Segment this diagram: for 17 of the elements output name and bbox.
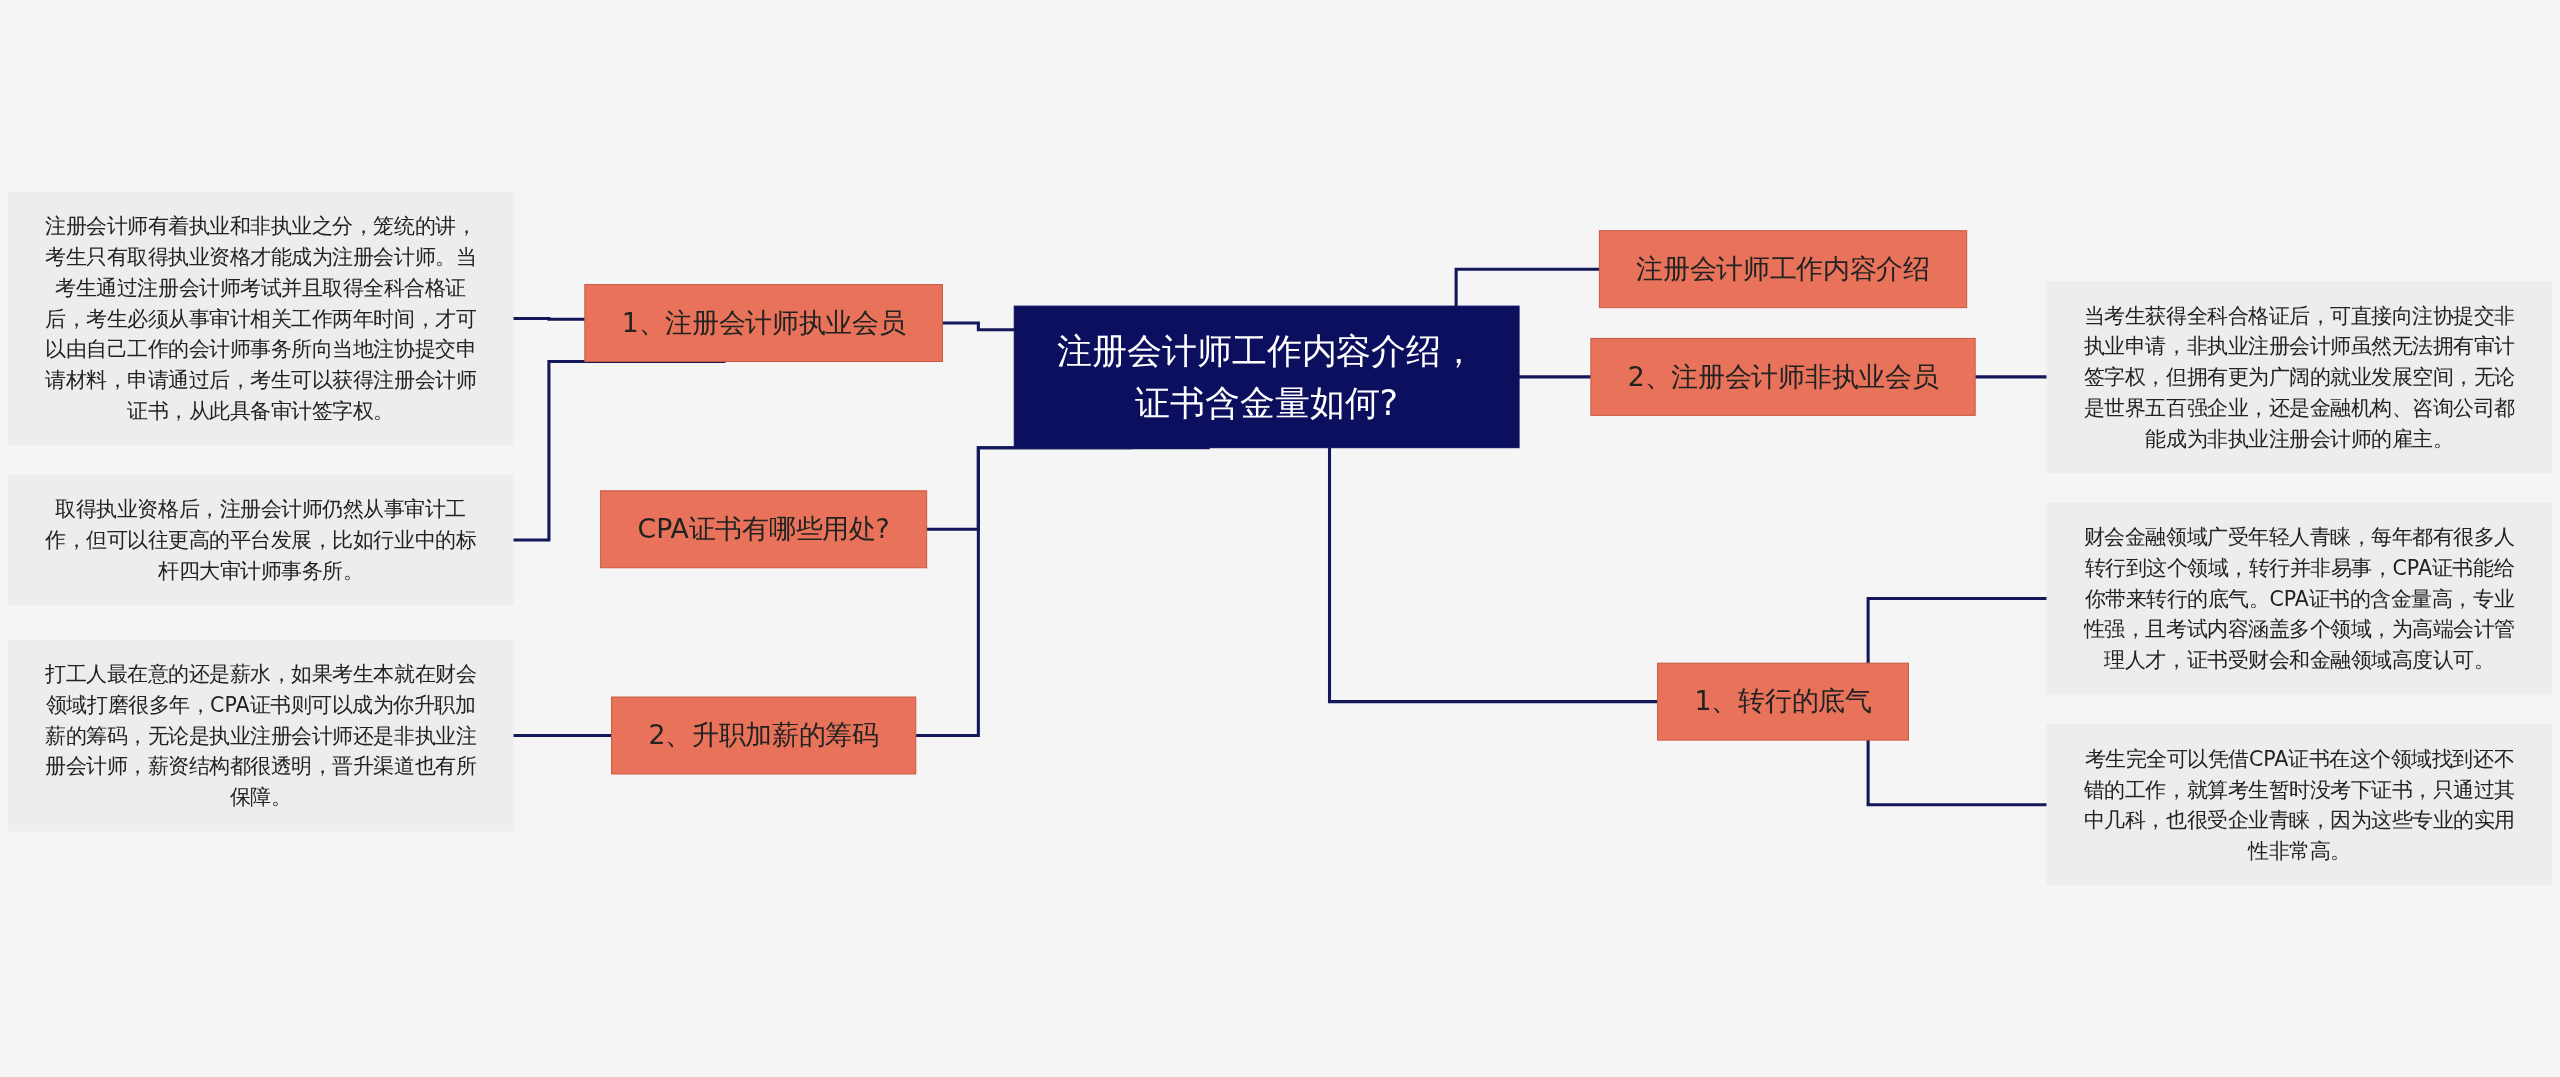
node-box xyxy=(7,191,514,446)
node-box xyxy=(1598,230,1968,309)
node-box xyxy=(7,474,514,606)
connector xyxy=(1866,740,2047,807)
node-box xyxy=(600,490,928,569)
node-box xyxy=(2046,502,2553,695)
node-box xyxy=(584,284,943,363)
connector xyxy=(1866,597,2047,664)
node-box xyxy=(2046,724,2553,886)
node-box xyxy=(1013,305,1520,449)
node-box xyxy=(2046,280,2553,473)
node-box xyxy=(1590,337,1976,416)
connector xyxy=(1454,267,1600,307)
connector xyxy=(1328,447,1658,704)
node-box xyxy=(611,696,917,775)
node-box xyxy=(7,639,514,832)
node-box xyxy=(1657,662,1909,741)
